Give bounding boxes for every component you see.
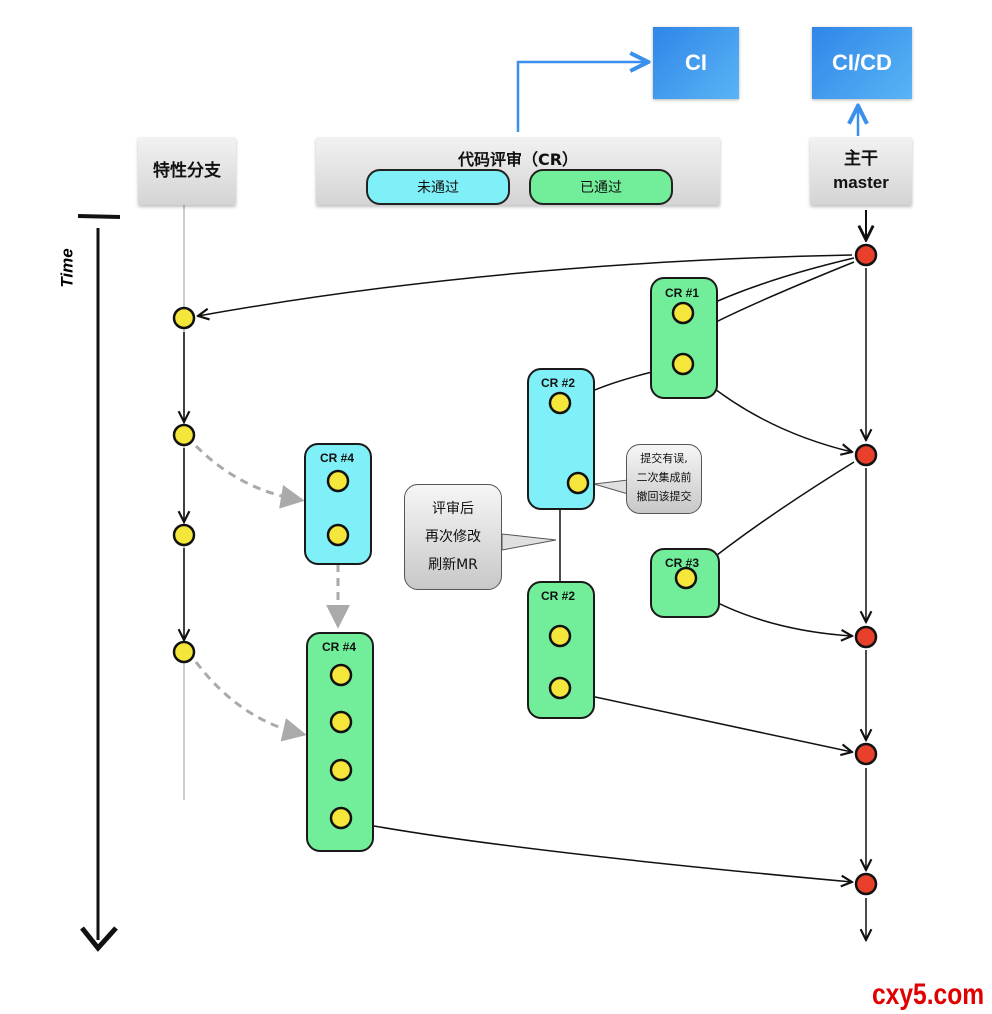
commit-node [329,758,353,782]
cr-box-1-label: CR #1 [665,286,700,300]
commit-node [548,676,572,700]
watermark: cxy5.com [872,978,985,1011]
time-axis [77,214,121,952]
legend-passed: 已通过 [529,169,673,205]
ci-label: CI [685,50,707,75]
note-revert-line: 二次集成前 [636,471,692,484]
cr-box-4-pending-label: CR #4 [320,451,355,465]
cr-box-1: CR #1 [650,277,718,399]
legend-not-passed-label: 未通过 [417,180,459,196]
feature-branch-header: 特性分支 [138,137,236,205]
commit-node [548,624,572,648]
cr-box-2-pending-label: CR #2 [541,376,576,390]
commit-node [329,710,353,734]
trunk-title: 主干 [844,149,878,169]
cr-to-ci-arrow [516,62,646,132]
note-refresh: 评审后 再次修改 刷新MR [404,484,502,590]
commit-node [548,391,572,415]
trunk-subtitle: master [833,173,889,192]
master-commit-node [854,742,878,766]
commit-node [172,306,196,330]
note-refresh-line: 刷新MR [428,557,478,573]
ci-box: CI [653,27,739,99]
commit-node [172,523,196,547]
commit-node [671,352,695,376]
commit-node [674,566,698,590]
cr-box-3-label: CR #3 [665,556,700,570]
note-revert-line: 提交有误, [640,452,688,465]
note-revert-line: 撤回该提交 [636,490,692,503]
commit-node [329,663,353,687]
commit-node [671,301,695,325]
note-refresh-line: 再次修改 [425,529,481,545]
cicd-label: CI/CD [832,50,892,75]
commit-node [172,640,196,664]
master-commit-node [854,625,878,649]
cr-box-2-pending: CR #2 [527,368,595,510]
commit-node [172,423,196,447]
legend-passed-label: 已通过 [580,180,622,196]
master-commit-node [854,243,878,267]
commit-node [329,806,353,830]
commit-node [566,471,590,495]
master-commit-node [854,872,878,896]
cicd-box: CI/CD [812,27,912,99]
cr-box-2-passed-label: CR #2 [541,589,576,603]
note-revert: 提交有误, 二次集成前 撤回该提交 [626,444,702,514]
trunk-header: 主干 master [810,137,912,205]
commit-node [326,523,350,547]
code-review-title: 代码评审（CR） [457,150,579,169]
master-commit-node [854,443,878,467]
feature-branch-title: 特性分支 [153,161,221,181]
commit-node [326,469,350,493]
cr-box-4-passed-label: CR #4 [322,640,357,654]
note-refresh-line: 评审后 [432,501,474,517]
legend-not-passed: 未通过 [366,169,510,205]
